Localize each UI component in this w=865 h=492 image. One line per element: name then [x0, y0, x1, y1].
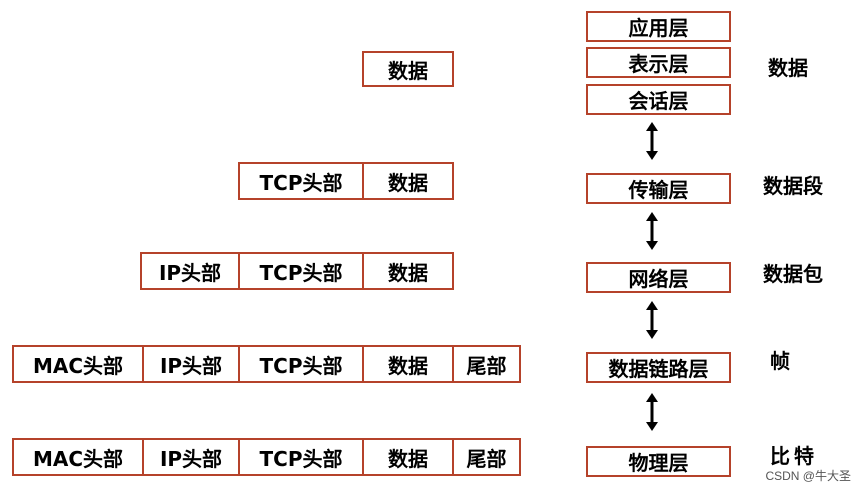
- row4-mac-header-cell: MAC头部: [12, 345, 144, 383]
- layer-network: 网络层: [586, 262, 731, 293]
- row4-trailer-cell: 尾部: [452, 345, 521, 383]
- layer-presentation: 表示层: [586, 47, 731, 78]
- row5-ip-header-cell: IP头部: [142, 438, 240, 476]
- row3-ip-header-cell: IP头部: [140, 252, 240, 290]
- watermark: CSDN @牛大圣: [765, 469, 851, 483]
- pdu-label-bits: 比特: [770, 444, 818, 468]
- row5-trailer-cell: 尾部: [452, 438, 521, 476]
- row1-data-cell: 数据: [362, 51, 454, 87]
- layer-application: 应用层: [586, 11, 731, 42]
- row4-ip-header-cell: IP头部: [142, 345, 240, 383]
- row4-tcp-header-cell: TCP头部: [238, 345, 364, 383]
- layer-session: 会话层: [586, 84, 731, 115]
- row2-data-cell: 数据: [362, 162, 454, 200]
- layer-physical: 物理层: [586, 446, 731, 477]
- row3-data-cell: 数据: [362, 252, 454, 290]
- row2-tcp-header-cell: TCP头部: [238, 162, 364, 200]
- row5-data-cell: 数据: [362, 438, 454, 476]
- row5-mac-header-cell: MAC头部: [12, 438, 144, 476]
- double-arrow-icon: [646, 393, 658, 431]
- double-arrow-icon: [646, 122, 658, 160]
- layer-transport: 传输层: [586, 173, 731, 204]
- double-arrow-icon: [646, 212, 658, 250]
- row5-tcp-header-cell: TCP头部: [238, 438, 364, 476]
- pdu-label-data: 数据: [768, 56, 808, 80]
- pdu-label-segment: 数据段: [763, 174, 823, 198]
- double-arrow-icon: [646, 301, 658, 339]
- row4-data-cell: 数据: [362, 345, 454, 383]
- layer-datalink: 数据链路层: [586, 352, 731, 383]
- row3-tcp-header-cell: TCP头部: [238, 252, 364, 290]
- pdu-label-packet: 数据包: [763, 262, 823, 286]
- pdu-label-frame: 帧: [770, 349, 790, 373]
